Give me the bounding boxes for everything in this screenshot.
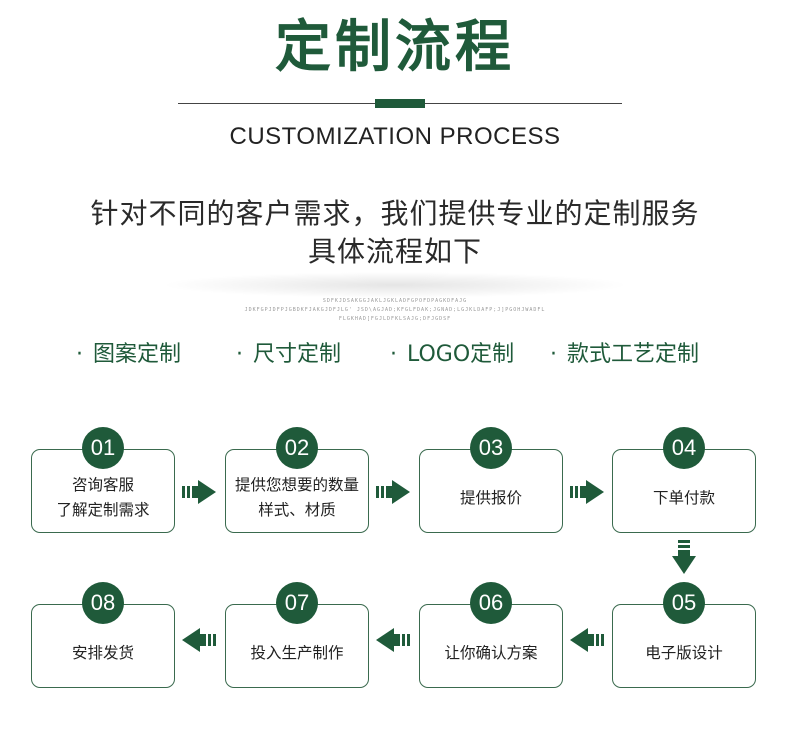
step-line: 提供您想要的数量 — [234, 476, 359, 494]
step-number-07: 07 — [276, 582, 318, 624]
feature-label: 款式工艺定制 — [567, 342, 700, 367]
intro-shadow — [160, 272, 630, 298]
step-number-01: 01 — [82, 427, 124, 469]
step-text: 让你确认方案 — [420, 605, 562, 687]
double-arrow-left-icon — [376, 628, 410, 652]
step-line: 提供报价 — [459, 488, 522, 507]
step-text: 提供报价 — [420, 450, 562, 532]
step-number-05: 05 — [663, 582, 705, 624]
step-card-01: 咨询客服 了解定制需求 — [31, 449, 175, 533]
step-line: 了解定制需求 — [56, 501, 150, 519]
feature-item: · 尺寸定制 — [236, 338, 341, 372]
intro-line-2: 具体流程如下 — [307, 235, 482, 268]
feature-item: · 款式工艺定制 — [550, 338, 699, 372]
step-line: 下单付款 — [652, 488, 715, 507]
step-text: 下单付款 — [613, 450, 755, 532]
step-number-06: 06 — [470, 582, 512, 624]
intro-text: 针对不同的客户需求，我们提供专业的定制服务 具体流程如下 — [0, 195, 790, 271]
filler-line-1: SDFKJDSAKGGJAKLJGKLADFGPOFDPAGKDFAJG — [322, 298, 468, 304]
intro-line-1: 针对不同的客户需求，我们提供专业的定制服务 — [90, 197, 700, 230]
step-line: 电子版设计 — [645, 643, 723, 662]
step-line: 投入生产制作 — [250, 643, 344, 662]
double-arrow-left-icon — [570, 628, 604, 652]
step-line: 咨询客服 — [71, 476, 134, 494]
bullet-dot: · — [76, 342, 83, 367]
step-line: 安排发货 — [71, 643, 134, 662]
step-number-03: 03 — [470, 427, 512, 469]
bullet-dot: · — [550, 342, 557, 367]
step-text: 安排发货 — [32, 605, 174, 687]
step-text: 咨询客服 了解定制需求 — [32, 450, 174, 532]
feature-item: · LOGO定制 — [390, 338, 514, 372]
step-text: 提供您想要的数量 样式、材质 — [226, 450, 368, 532]
title-accent-bar — [375, 99, 425, 108]
step-text: 电子版设计 — [613, 605, 755, 687]
feature-label: 尺寸定制 — [253, 342, 342, 367]
page-title: 定制流程 — [275, 15, 515, 80]
double-arrow-right-icon — [570, 480, 604, 504]
step-number-08: 08 — [82, 582, 124, 624]
feature-list: · 图案定制 · 尺寸定制 · LOGO定制 · 款式工艺定制 — [0, 338, 790, 372]
step-text: 投入生产制作 — [226, 605, 368, 687]
filler-line-3: FLGKHAD[FGJLDFKLSAJG;DFJGDSF — [338, 316, 452, 322]
feature-label: LOGO定制 — [407, 342, 515, 367]
double-arrow-left-icon — [182, 628, 216, 652]
page-subtitle: CUSTOMIZATION PROCESS — [229, 123, 561, 150]
feature-item: · 图案定制 — [76, 338, 181, 372]
step-number-04: 04 — [663, 427, 705, 469]
filler-line-2: JDKFGPJDFPJGBDKFJAKGJDFJLG' JSD\AGJAD;KF… — [244, 307, 546, 313]
bullet-dot: · — [236, 342, 243, 367]
double-arrow-down-icon — [672, 540, 696, 574]
step-line: 样式、材质 — [258, 501, 336, 519]
feature-label: 图案定制 — [93, 342, 182, 367]
bullet-dot: · — [390, 342, 397, 367]
step-number-02: 02 — [276, 427, 318, 469]
step-line: 让你确认方案 — [444, 643, 538, 662]
double-arrow-right-icon — [182, 480, 216, 504]
double-arrow-right-icon — [376, 480, 410, 504]
